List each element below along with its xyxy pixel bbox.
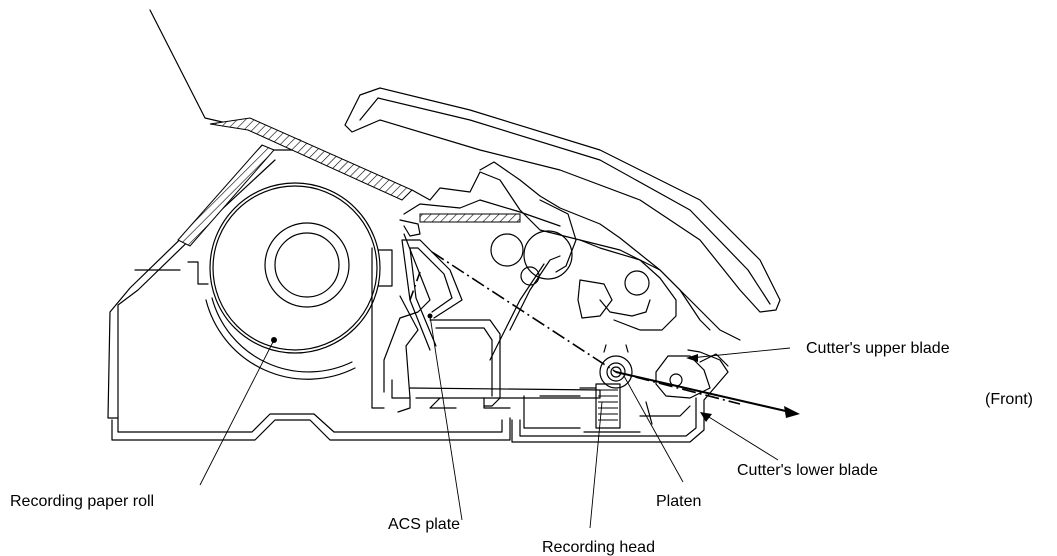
front-housing (511, 349, 729, 443)
label-platen: Platen (656, 493, 701, 510)
label-acs-plate: ACS plate (388, 516, 460, 533)
left-housing (107, 9, 511, 441)
label-front: (Front) (985, 391, 1033, 408)
recording-paper-roll (134, 182, 381, 380)
label-cutter-lower-blade: Cutter's lower blade (737, 462, 878, 479)
top-cover (177, 117, 413, 247)
upper-cover (344, 87, 781, 341)
paper-path (409, 251, 800, 418)
cutter-lower-blade (645, 401, 653, 425)
label-cutter-upper-blade: Cutter's upper blade (806, 340, 950, 357)
recording-head (579, 383, 641, 433)
leader-lines (199, 315, 791, 529)
middle-frame (371, 219, 601, 413)
rollers (490, 230, 650, 296)
platen-assembly (599, 344, 633, 389)
label-recording-head: Recording head (542, 539, 655, 556)
labels: Cutter's upper blade (Front) Cutter's lo… (10, 340, 1033, 556)
label-recording-paper-roll: Recording paper roll (10, 493, 154, 510)
